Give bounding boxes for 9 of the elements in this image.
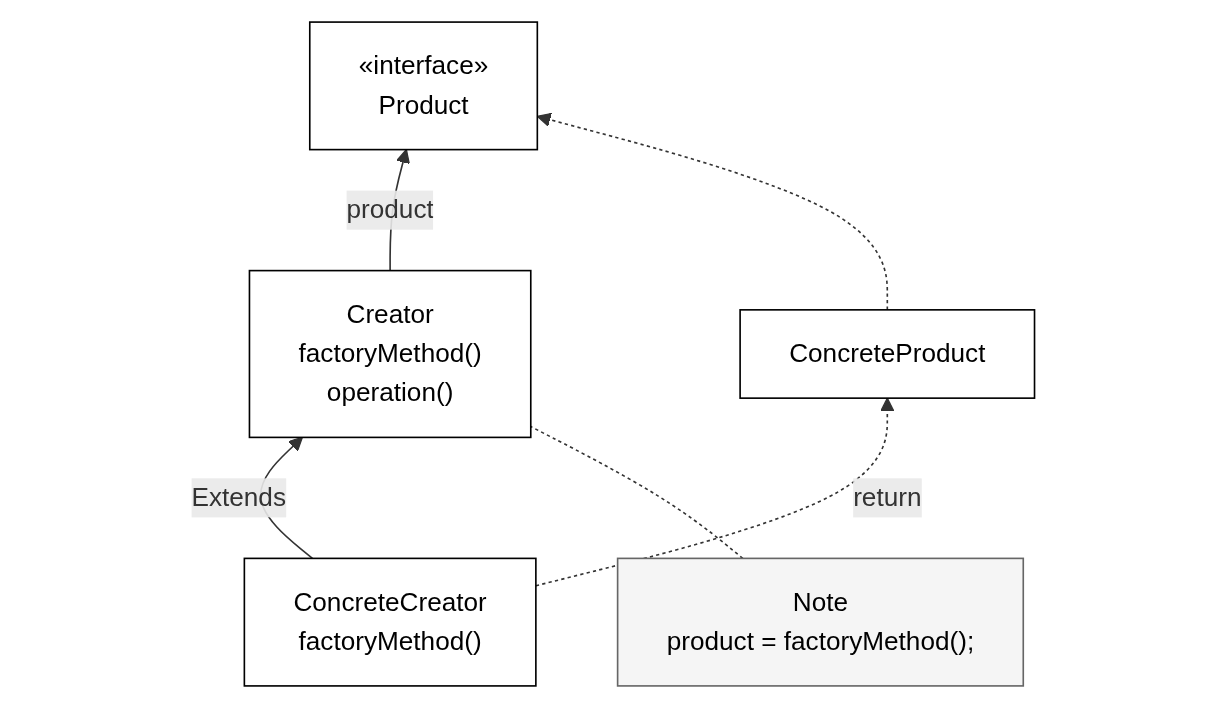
edge-label: Extends	[190, 483, 286, 511]
node-box: ConcreteProduct	[738, 309, 1035, 399]
node-box: «interface» Product	[308, 21, 538, 151]
arrow	[536, 112, 888, 311]
node-box: Creator factoryMethod() operation()	[248, 269, 532, 439]
node-box: Note product = factoryMethod();	[616, 557, 1024, 687]
edge-label: return	[852, 483, 921, 511]
edge-label: product	[345, 195, 434, 224]
node-box: ConcreteCreator factoryMethod()	[243, 557, 537, 687]
